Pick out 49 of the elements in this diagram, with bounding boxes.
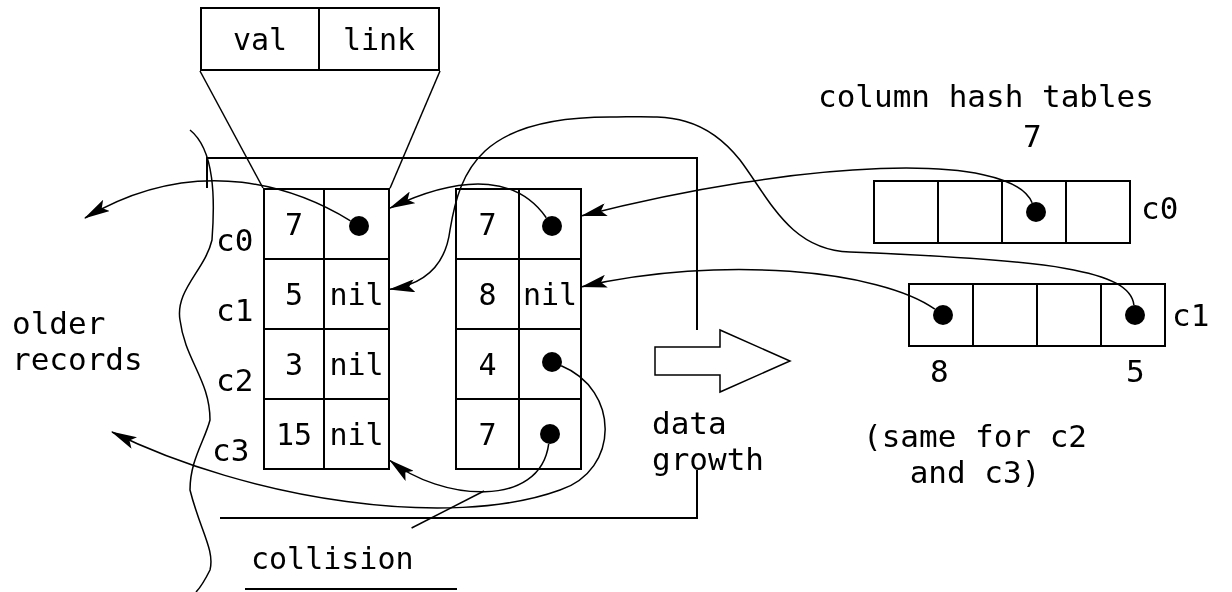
expansion-line	[199, 70, 264, 189]
pointer-arrow	[580, 167, 1033, 217]
hash-bucket	[1001, 180, 1067, 244]
pointer-dot	[349, 216, 369, 236]
pointer-arrow	[580, 269, 936, 310]
hash-bucket	[1065, 180, 1131, 244]
hash-bucket	[937, 180, 1003, 244]
slot-number: 8	[930, 353, 949, 389]
slot-number: 7	[1023, 118, 1042, 154]
pointer-arrow	[388, 115, 1135, 306]
field-header: link	[318, 7, 440, 71]
pointer-dot	[1125, 305, 1145, 325]
value-cell: 15	[263, 398, 325, 470]
row-label: c1	[1172, 297, 1210, 333]
pointer-cell	[323, 188, 390, 260]
hash-bucket	[1036, 283, 1102, 347]
pointer-arrow	[389, 183, 548, 219]
slot-number: 5	[1126, 353, 1145, 389]
pointer-dot	[542, 216, 562, 236]
pointer-dot	[1026, 202, 1046, 222]
row-label: c0	[1141, 190, 1179, 226]
pointer-cell	[518, 398, 582, 470]
value-cell: 7	[455, 188, 520, 260]
hash-bucket	[1100, 283, 1166, 347]
pointer-cell	[518, 188, 582, 260]
text-label: data growth	[652, 405, 765, 477]
pointer-dot	[542, 352, 562, 372]
expansion-line	[389, 70, 441, 190]
hash-bucket	[908, 283, 974, 347]
pointer-dot	[540, 424, 560, 444]
text-label: c2	[216, 362, 255, 398]
pointer-arrow	[389, 443, 550, 493]
text-label: c0	[216, 222, 255, 258]
section-heading: column hash tables	[818, 78, 1155, 114]
text-label: (same for c2 and c3)	[862, 418, 1088, 490]
text-label: c1	[216, 292, 255, 328]
field-header: val	[200, 7, 320, 71]
pointer-arrow	[111, 365, 606, 509]
pointer-arrow	[84, 180, 352, 222]
value-cell: 7	[455, 398, 520, 470]
hash-bucket	[873, 180, 939, 244]
value-cell: nil	[323, 398, 390, 470]
hash-bucket	[972, 283, 1038, 347]
leader-line	[410, 490, 485, 529]
value-cell: 7	[263, 188, 325, 260]
pointer-dot	[933, 305, 953, 325]
callout-label: collision	[245, 528, 457, 590]
text-label: c3	[212, 432, 251, 468]
text-label: older records	[12, 305, 144, 377]
